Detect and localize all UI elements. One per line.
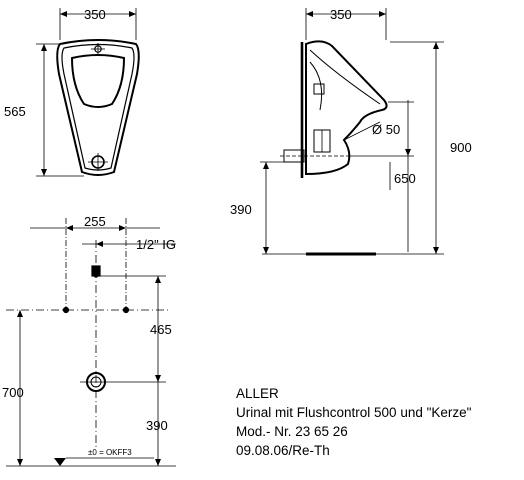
side-outlet-height-label: 650	[394, 171, 416, 186]
inlet-label: 1/2" IG	[136, 237, 176, 252]
product-description: Urinal mit Flushcontrol 500 und "Kerze"	[236, 405, 472, 420]
drawing-caption: ALLER Urinal mit Flushcontrol 500 und "K…	[236, 384, 471, 460]
installation-inlet-height-label: 700	[2, 385, 24, 400]
front-width-label: 350	[84, 7, 106, 22]
installation-view	[6, 218, 176, 467]
outlet-diameter-label: Ø 50	[372, 122, 400, 137]
floor-label: ±0 = OKFF3	[88, 448, 132, 457]
inlet-to-outlet-label: 465	[150, 322, 172, 337]
installation-outlet-height-label: 390	[146, 418, 168, 433]
product-name: ALLER	[236, 386, 279, 401]
spacing-label: 255	[84, 214, 106, 229]
front-height-label: 565	[4, 104, 26, 119]
model-number: Mod.- Nr. 23 65 26	[236, 424, 348, 439]
side-lower-height-label: 390	[230, 202, 252, 217]
drawing-date: 09.08.06/Re-Th	[236, 443, 330, 458]
front-view	[36, 8, 140, 177]
total-height-label: 900	[450, 140, 472, 155]
side-depth-label: 350	[330, 7, 352, 22]
side-view	[260, 8, 444, 256]
